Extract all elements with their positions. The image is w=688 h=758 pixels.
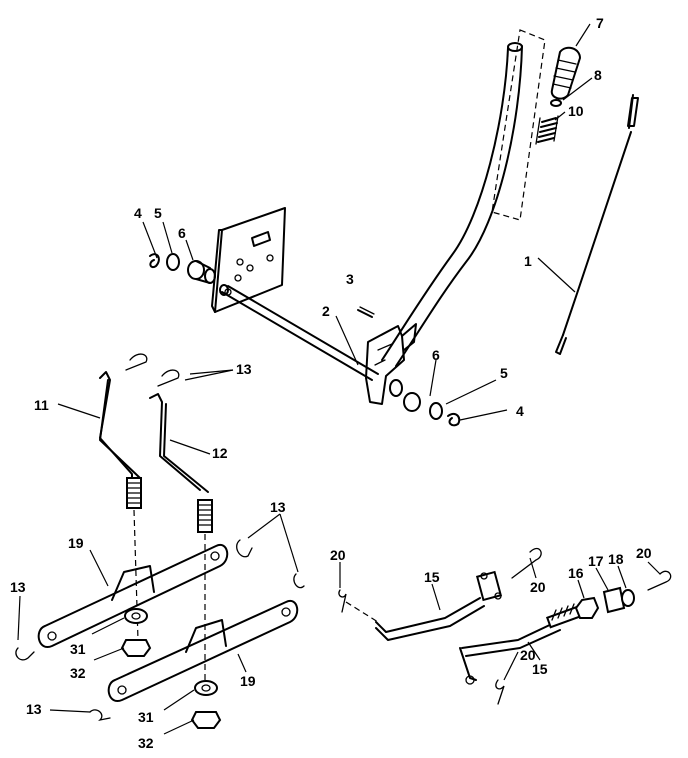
roll-pin xyxy=(357,306,375,318)
callout-31b: 31 xyxy=(138,709,154,725)
cross-shaft xyxy=(219,284,379,381)
callout-32a: 32 xyxy=(70,665,86,681)
callout-6b: 6 xyxy=(432,347,440,363)
callout-31a: 31 xyxy=(70,641,86,657)
callout-20d: 20 xyxy=(520,647,536,663)
callout-1: 1 xyxy=(524,253,532,269)
callout-3: 3 xyxy=(346,271,354,287)
clip-left xyxy=(149,253,160,269)
callout-19b: 19 xyxy=(240,673,256,689)
spacer-lower xyxy=(194,680,218,696)
lift-arm-lower xyxy=(107,599,299,703)
alignment-line-left xyxy=(133,509,139,641)
leader-lines xyxy=(17,23,661,735)
callout-20b: 20 xyxy=(530,579,546,595)
cotter-pins xyxy=(338,547,672,705)
lift-link-left xyxy=(99,371,142,509)
bushing-right xyxy=(389,379,421,412)
callout-15a: 15 xyxy=(424,569,440,585)
callout-7: 7 xyxy=(596,15,604,31)
callout-13b: 13 xyxy=(270,499,286,515)
nut-upper xyxy=(120,639,152,657)
hairpin-clip-pair xyxy=(125,353,180,387)
button-washer xyxy=(550,99,562,107)
callout-11: 11 xyxy=(34,397,49,413)
clip-right xyxy=(447,412,461,427)
callout-12: 12 xyxy=(212,445,228,461)
callout-2: 2 xyxy=(322,303,330,319)
washer-right xyxy=(429,402,443,420)
callout-8: 8 xyxy=(594,67,602,83)
callout-20c: 20 xyxy=(636,545,652,561)
callout-6a: 6 xyxy=(178,225,186,241)
lift-arm-upper xyxy=(37,543,229,649)
flat-washer xyxy=(621,589,635,607)
callout-5a: 5 xyxy=(154,205,162,221)
callout-16: 16 xyxy=(568,565,584,581)
callout-4a: 4 xyxy=(134,205,142,221)
spacer-upper xyxy=(124,608,148,624)
nut-lower xyxy=(190,711,222,729)
adjustment-rod-lower xyxy=(459,603,583,685)
hairpin-clips-arms xyxy=(15,539,305,722)
callout-4b: 4 xyxy=(516,403,524,419)
callout-15b: 15 xyxy=(532,661,548,677)
mounting-plate xyxy=(211,207,286,313)
hex-nut xyxy=(574,596,600,619)
callout-13a: 13 xyxy=(236,361,252,377)
callout-5b: 5 xyxy=(500,365,508,381)
lift-link-rod xyxy=(555,94,639,355)
callout-13c: 13 xyxy=(10,579,26,595)
washer-left xyxy=(166,253,180,271)
callout-18: 18 xyxy=(608,551,624,567)
lift-link-right xyxy=(149,393,213,533)
trunnion xyxy=(602,586,626,614)
bushing-left xyxy=(187,260,216,284)
callout-20a: 20 xyxy=(330,547,346,563)
callout-32b: 32 xyxy=(138,735,154,751)
callout-17: 17 xyxy=(588,553,604,569)
lift-handle xyxy=(381,42,523,367)
adjustment-rod-upper xyxy=(345,570,503,641)
callout-13d: 13 xyxy=(26,701,42,717)
compression-spring xyxy=(535,115,559,145)
handle-grip xyxy=(550,46,581,100)
callout-10: 10 xyxy=(568,103,584,119)
shaft-bracket xyxy=(365,323,417,405)
callout-19a: 19 xyxy=(68,535,84,551)
